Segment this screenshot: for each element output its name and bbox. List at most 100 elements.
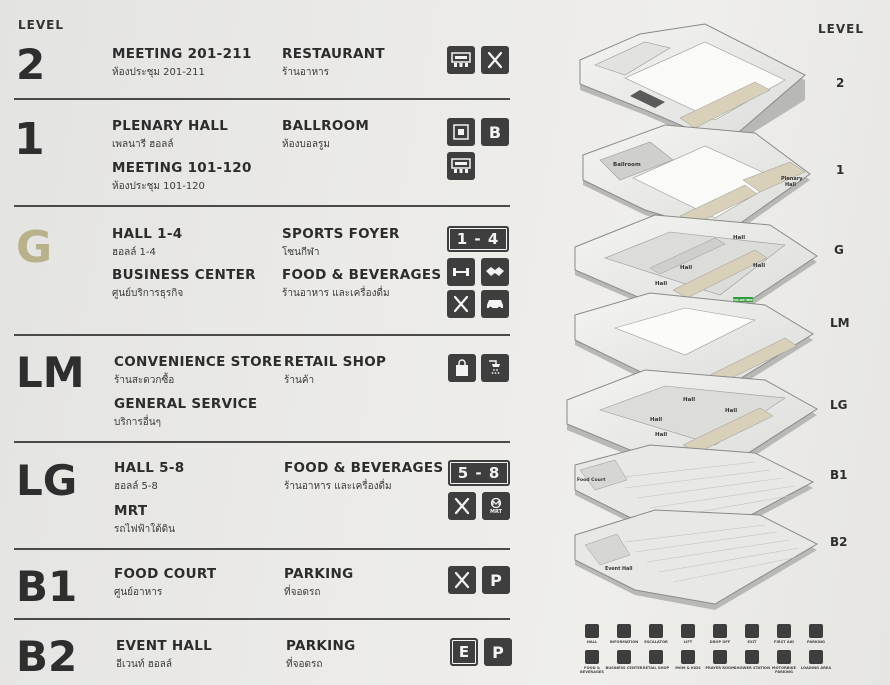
map-label-plenary-line2: Hall xyxy=(785,182,796,188)
map-label-plenary-line1: Plenary xyxy=(781,176,803,182)
map-label-plenary: Plenary Hall xyxy=(781,176,804,188)
level-header-left: LEVEL xyxy=(18,18,64,32)
information-icon xyxy=(617,624,631,638)
meeting-room-icon xyxy=(447,152,475,180)
entry-name-th: ศูนย์บริการธุรกิจ xyxy=(112,288,184,299)
entry-name-th: ห้องประชุม 101-120 xyxy=(112,181,205,192)
map-label-you-are-here: YOU ARE HERE xyxy=(732,299,753,302)
legend-label: LIFT xyxy=(683,640,693,644)
map-label-hall: Hall xyxy=(683,397,695,403)
parking-letter: P xyxy=(490,570,502,590)
legend-label: MOTORBIKE PARKING xyxy=(771,666,797,674)
isometric-floor-map: Ballroom Plenary Hall YOU ARE HERE Hall … xyxy=(566,23,819,610)
legend-label: RETAIL SHOP xyxy=(642,666,670,670)
legend-item: SHOWER STATION xyxy=(732,650,772,670)
map-label-food-court: Food Court xyxy=(577,477,606,483)
legend-item: FIRST AID xyxy=(764,624,804,644)
legend-item: INFORMATION xyxy=(604,624,644,644)
map-floor-lm xyxy=(574,292,814,395)
business-center-icon xyxy=(617,650,631,664)
drop-off-icon xyxy=(713,624,727,638)
entry-name-th: ที่จอดรถ xyxy=(286,659,323,670)
directory-entry: PLENARY HALL เพลนารี ฮอลล์ xyxy=(112,118,228,152)
legend-label: PARKING xyxy=(807,640,825,644)
entry-name-th: ที่จอดรถ xyxy=(284,587,321,598)
directory-entry: EVENT HALL อีเวนท์ ฮอลล์ xyxy=(116,638,212,672)
restaurant-icon xyxy=(481,46,509,74)
directory-entry: RESTAURANT ร้านอาหาร xyxy=(282,46,385,80)
legend-item: HALL xyxy=(572,624,612,644)
entry-name-en: RESTAURANT xyxy=(282,46,385,62)
map-label-hall: Hall xyxy=(753,263,765,269)
legend-item: MOM & KIDS xyxy=(668,650,708,670)
entry-name-en: EVENT HALL xyxy=(116,638,213,654)
legend-label: INFORMATION xyxy=(609,640,639,644)
entry-name-en: BALLROOM xyxy=(282,118,370,134)
level-separator xyxy=(14,441,510,443)
legend-item: ESCALATOR xyxy=(636,624,676,644)
level-number-b1: B1 xyxy=(16,562,78,611)
directory-entry: PARKING ที่จอดรถ xyxy=(284,566,353,600)
mrt-icon: MRT xyxy=(482,492,510,520)
directory-entry: MEETING 201-211 ห้องประชุม 201-211 xyxy=(112,46,252,80)
entry-name-th: ร้านสะดวกซื้อ xyxy=(114,375,175,386)
level-separator xyxy=(14,334,510,336)
map-level-label: 1 xyxy=(836,163,845,177)
level-header-right: LEVEL xyxy=(818,22,864,36)
directory-entry: CONVENIENCE STORE ร้านสะดวกซื้อ xyxy=(114,354,282,388)
entry-name-en: CONVENIENCE STORE xyxy=(114,354,283,370)
entry-name-en: BUSINESS CENTER xyxy=(112,267,256,283)
entry-name-en: FOOD & BEVERAGES xyxy=(284,460,444,476)
entry-name-en: GENERAL SERVICE xyxy=(114,396,258,412)
map-floor-g xyxy=(574,214,818,320)
legend-item: EXIT xyxy=(732,624,772,644)
plenary-hall-icon xyxy=(447,118,475,146)
map-label-hall: Hall xyxy=(680,265,692,271)
directory-entry: PARKING ที่จอดรถ xyxy=(286,638,355,672)
entry-name-th: ร้านอาหาร และเครื่องดื่ม xyxy=(282,288,390,299)
legend-label: FOOD & BEVERAGES xyxy=(580,666,604,674)
entry-name-th: ร้านอาหาร และเครื่องดื่ม xyxy=(284,481,392,492)
entry-name-en: PARKING xyxy=(284,566,354,582)
level-separator xyxy=(14,548,510,550)
you-are-here-marker xyxy=(733,297,753,302)
legend-item: FOOD & BEVERAGES xyxy=(572,650,612,674)
map-label-hall: Hall xyxy=(725,408,737,414)
ballroom-icon: B xyxy=(481,118,509,146)
parking-letter: P xyxy=(492,642,504,662)
level-separator xyxy=(14,618,510,620)
level-number-lm: LM xyxy=(16,348,85,397)
food-beverage-icon xyxy=(448,492,476,520)
entry-name-th: เพลนารี ฮอลล์ xyxy=(112,139,174,150)
map-label-hall: Hall xyxy=(655,281,667,287)
legend-item: DROP OFF xyxy=(700,624,740,644)
legend-item: BUSINESS CENTER xyxy=(604,650,644,670)
hall-range-text: 5 - 8 xyxy=(457,464,501,482)
directory-entry: SPORTS FOYER โซนกีฬา xyxy=(282,226,400,260)
legend-item: RETAIL SHOP xyxy=(636,650,676,670)
legend-label: LOADING AREA xyxy=(800,666,832,670)
shower-station-icon xyxy=(745,650,759,664)
legend-item: LIFT xyxy=(668,624,708,644)
directory-entry: FOOD COURT ศูนย์อาหาร xyxy=(114,566,216,600)
entry-name-en: RETAIL SHOP xyxy=(284,354,387,370)
legend-label: MOM & KIDS xyxy=(675,666,701,670)
map-floor-2 xyxy=(579,23,806,150)
map-level-label: LM xyxy=(830,316,850,330)
directory-entry: BALLROOM ห้องบอลรูม xyxy=(282,118,369,152)
parking-icon: P xyxy=(484,638,512,666)
map-level-label: LG xyxy=(830,398,848,412)
directory-entry: HALL 5-8 ฮอลล์ 5-8 xyxy=(114,460,184,494)
entry-name-en: SPORTS FOYER xyxy=(282,226,400,242)
entry-name-en: FOOD COURT xyxy=(114,566,217,582)
entry-name-th: ห้องบอลรูม xyxy=(282,139,330,150)
business-center-icon xyxy=(481,258,509,286)
directory-entry: MEETING 101-120 ห้องประชุม 101-120 xyxy=(112,160,252,194)
entry-name-en: MEETING 101-120 xyxy=(112,160,252,176)
map-floor-1 xyxy=(582,124,811,240)
directory-entry: FOOD & BEVERAGES ร้านอาหาร และเครื่องดื่… xyxy=(284,460,443,494)
map-level-label: 2 xyxy=(836,76,845,90)
entry-name-th: ฮอลล์ 5-8 xyxy=(114,481,158,492)
loading-area-icon xyxy=(809,650,823,664)
